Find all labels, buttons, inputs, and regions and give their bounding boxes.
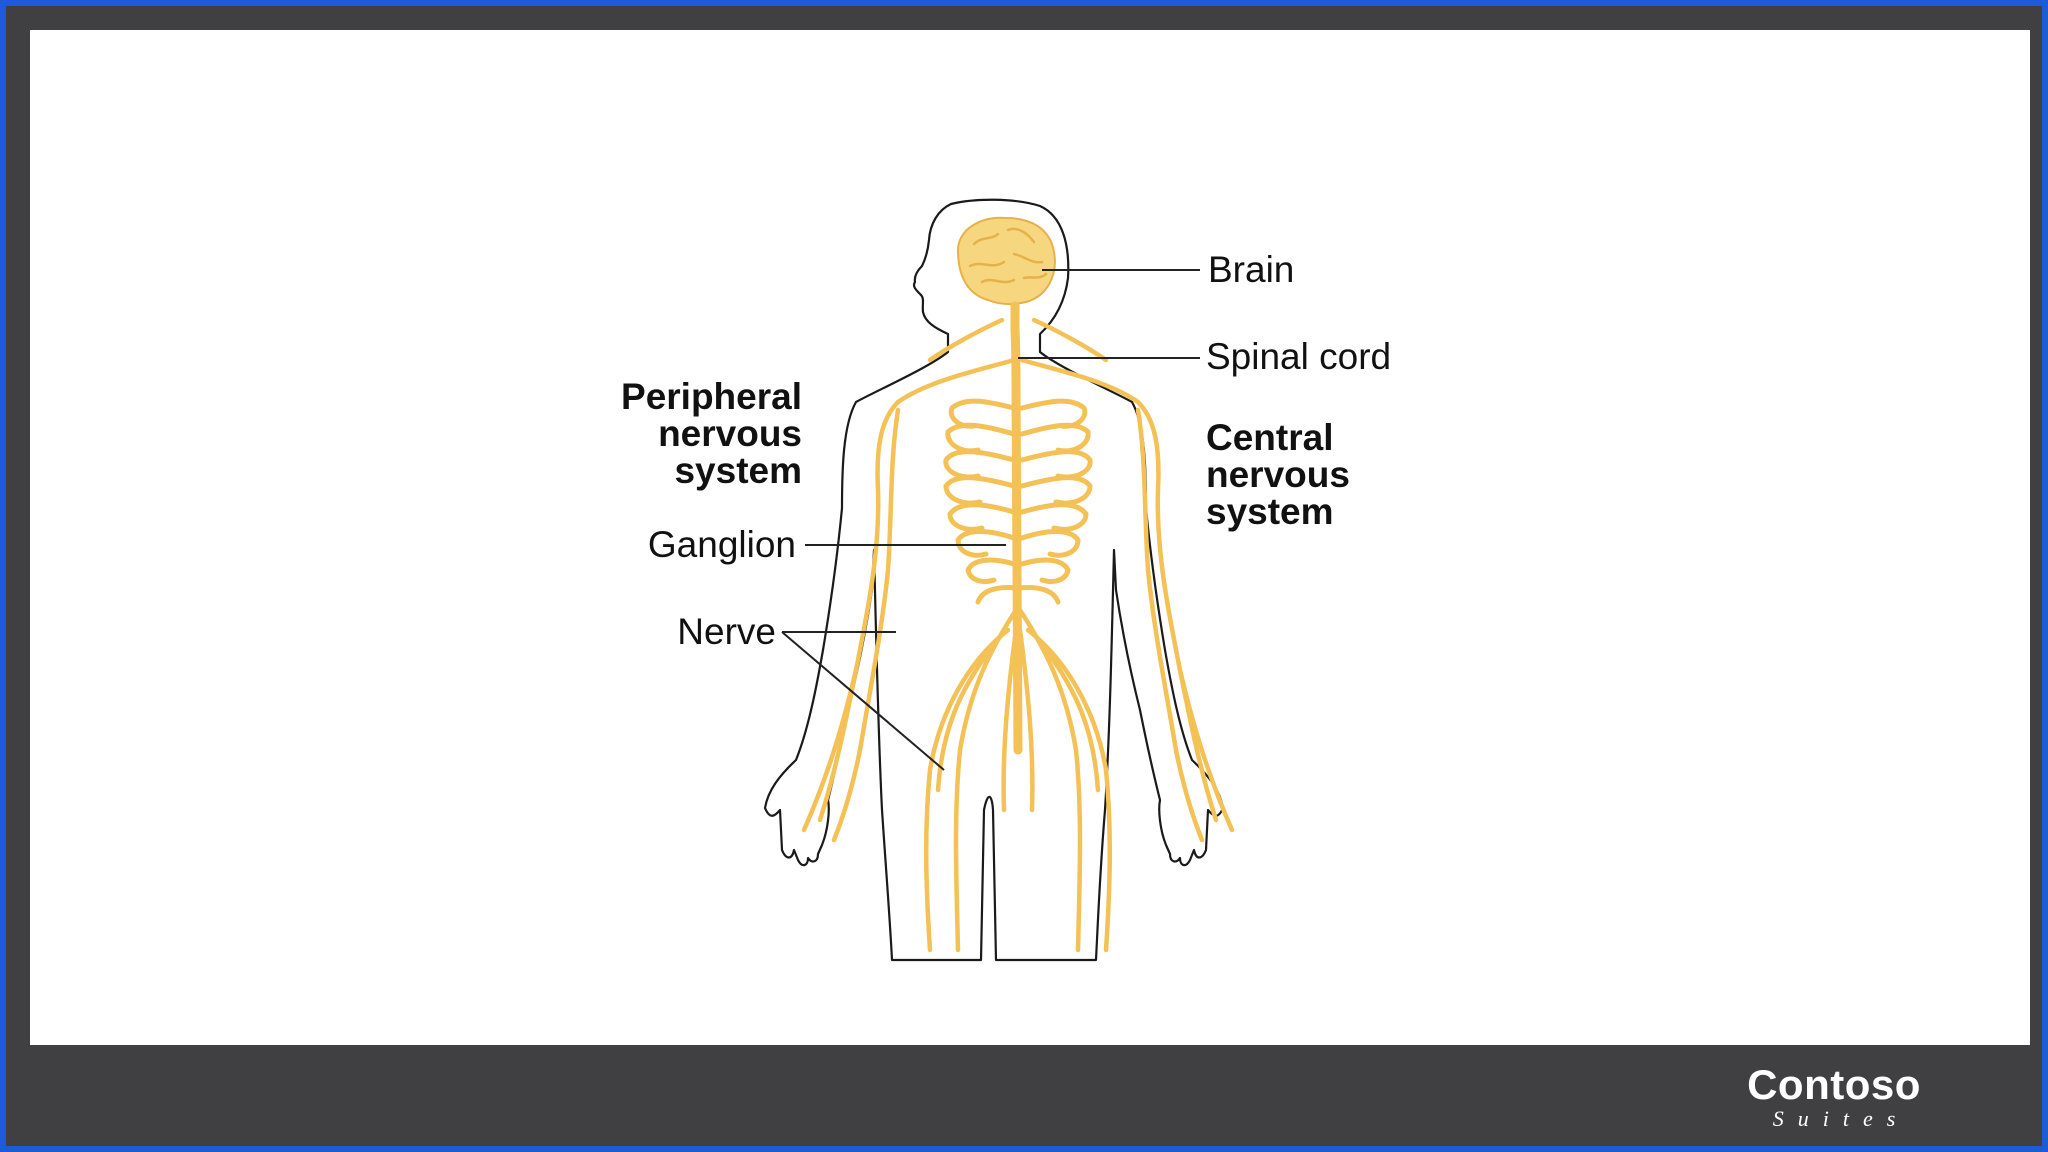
pns-line-3: system [674, 450, 802, 491]
label-nerve: Nerve [677, 611, 776, 652]
slide-frame: Brain Spinal cord Ganglion Nerve Periphe… [6, 6, 2042, 1146]
label-spinal-cord: Spinal cord [1206, 336, 1391, 377]
spinal-cord-shape [1010, 301, 1023, 755]
intercostal-nerves [943, 398, 1093, 605]
brain-shape [956, 216, 1056, 306]
peripheral-nerves [801, 317, 1235, 953]
label-peripheral-nervous-system: Peripheral nervous system [621, 376, 802, 491]
contoso-logo: Contoso Suites [1734, 1063, 1934, 1131]
logo-name: Contoso [1747, 1061, 1921, 1108]
label-brain: Brain [1208, 249, 1294, 290]
pns-line-1: Peripheral [621, 376, 802, 417]
cns-line-3: system [1206, 491, 1334, 532]
nervous-system-diagram: Brain Spinal cord Ganglion Nerve Periphe… [621, 198, 1391, 962]
cns-line-1: Central [1206, 417, 1333, 458]
logo-tagline: Suites [1772, 1106, 1910, 1131]
pns-line-2: nervous [658, 413, 802, 454]
label-central-nervous-system: Central nervous system [1206, 417, 1350, 532]
leader-lines [781, 269, 1200, 771]
label-ganglion: Ganglion [648, 524, 796, 565]
slide-canvas: Brain Spinal cord Ganglion Nerve Periphe… [30, 30, 2030, 1045]
slide-footer: Contoso Suites [30, 1045, 2030, 1146]
cns-line-2: nervous [1206, 454, 1350, 495]
